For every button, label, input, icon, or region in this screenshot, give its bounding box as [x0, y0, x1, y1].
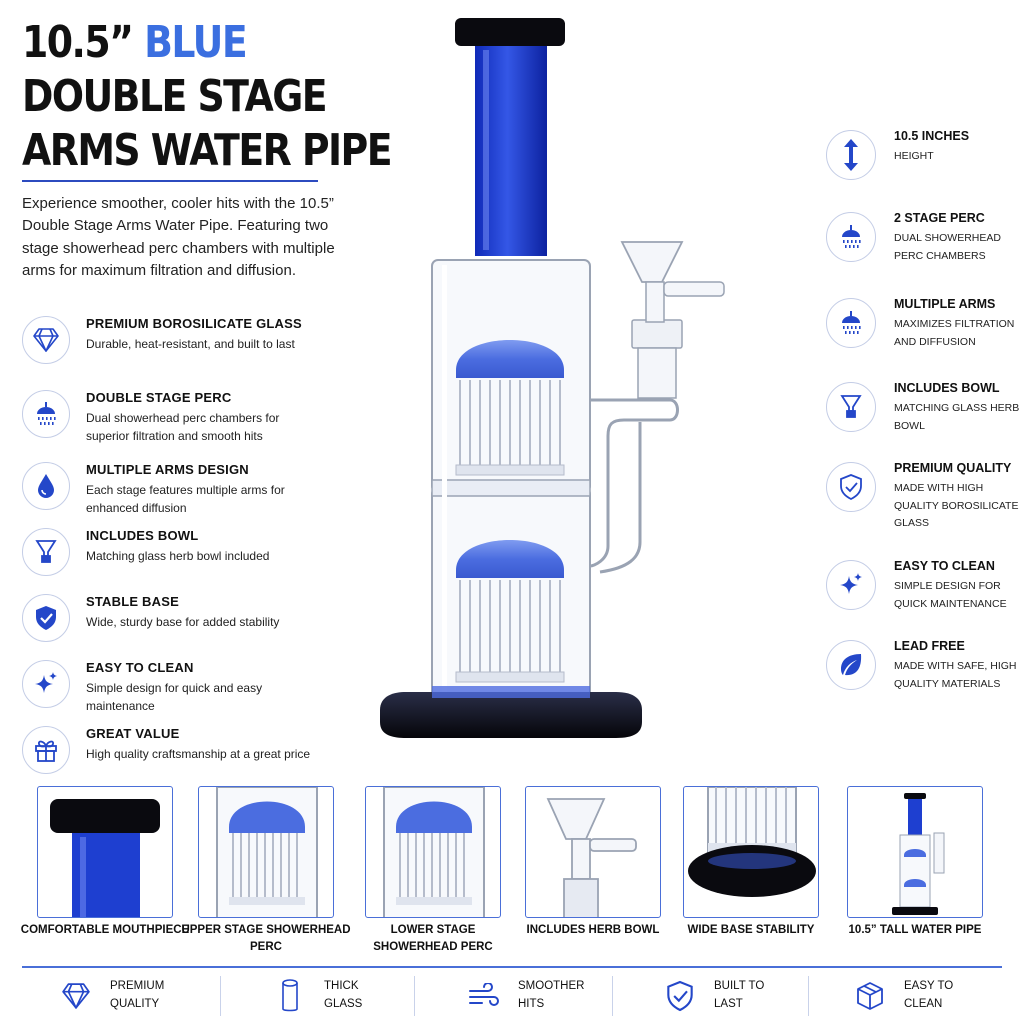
feature-double-perc: DOUBLE STAGE PERC Dual showerhead perc c…	[22, 390, 342, 450]
sparkle-icon	[826, 560, 876, 610]
bottom-item-built: BUILT TO LAST	[662, 974, 802, 1018]
showerhead-icon	[22, 390, 70, 438]
thumbnail-caption: COMFORTABLE MOUTHPIECE	[20, 924, 190, 936]
bottom-item-clean: EASY TO CLEAN	[852, 974, 1002, 1018]
bowl-icon	[826, 382, 876, 432]
bottom-item-premium: PREMIUM QUALITY	[58, 974, 228, 1018]
gift-icon	[22, 726, 70, 774]
thumbnail-upper-perc[interactable]	[198, 786, 334, 918]
shield-check-icon	[662, 978, 698, 1014]
thumbnail-caption: LOWER STAGE SHOWERHEAD PERC	[373, 924, 493, 953]
leaf-icon	[826, 640, 876, 690]
diamond-icon	[58, 978, 94, 1014]
spec-perc: 2 STAGE PERC DUAL SHOWERHEAD PERC CHAMBE…	[826, 211, 1024, 292]
showerhead-icon	[826, 298, 876, 348]
intro-text: Experience smoother, cooler hits with th…	[22, 195, 335, 280]
glass-tube-icon	[272, 978, 308, 1014]
title-line-1: 10.5” BLUE	[22, 17, 248, 68]
sparkle-icon	[22, 660, 70, 708]
spec-lead-free: LEAD FREE MADE WITH SAFE, HIGH QUALITY M…	[826, 639, 1024, 720]
feature-multiple-arms: MULTIPLE ARMS DESIGN Each stage features…	[22, 462, 342, 522]
spec-arms: MULTIPLE ARMS MAXIMIZES FILTRATION AND D…	[826, 297, 1024, 378]
shield-check-icon	[826, 462, 876, 512]
feature-stable-base: STABLE BASE Wide, sturdy base for added …	[22, 594, 342, 654]
spec-quality: PREMIUM QUALITY MADE WITH HIGH QUALITY B…	[826, 461, 1024, 542]
feature-bowl: INCLUDES BOWL Matching glass herb bowl i…	[22, 528, 342, 588]
spec-bowl: INCLUDES BOWL MATCHING GLASS HERB BOWL	[826, 381, 1024, 462]
feature-easy-clean: EASY TO CLEAN Simple design for quick an…	[22, 660, 342, 720]
title-divider	[22, 180, 318, 182]
thumbnail-lower-perc[interactable]	[365, 786, 501, 918]
spec-height: 10.5 INCHES HEIGHT	[826, 129, 1024, 210]
title-highlight: BLUE	[144, 17, 248, 68]
thumbnail-bowl[interactable]	[525, 786, 661, 918]
showerhead-icon	[826, 212, 876, 262]
thumbnail-caption: 10.5” TALL WATER PIPE	[848, 924, 982, 936]
page-title: 10.5” BLUE DOUBLE STAGE ARMS WATER PIPE	[22, 16, 393, 178]
bottom-separator	[612, 976, 613, 1016]
title-line-3: ARMS WATER PIPE	[22, 125, 393, 176]
thumbnail-caption: WIDE BASE STABILITY	[687, 924, 815, 936]
product-image	[360, 10, 740, 760]
bottom-bar-divider	[22, 966, 1002, 968]
bottom-separator	[220, 976, 221, 1016]
spec-clean: EASY TO CLEAN SIMPLE DESIGN FOR QUICK MA…	[826, 559, 1024, 640]
feature-glass: PREMIUM BOROSILICATE GLASS Durable, heat…	[22, 316, 342, 376]
bottom-item-thick-glass: THICK GLASS	[272, 974, 412, 1018]
bottom-separator	[808, 976, 809, 1016]
height-arrows-icon	[826, 130, 876, 180]
bottom-item-smoother: SMOOTHER HITS	[466, 974, 616, 1018]
thumbnail-caption: UPPER STAGE SHOWERHEAD PERC	[181, 924, 351, 953]
title-line-2: DOUBLE STAGE	[22, 71, 328, 122]
shield-check-icon	[22, 594, 70, 642]
water-drop-icon	[22, 462, 70, 510]
bottom-separator	[414, 976, 415, 1016]
wind-icon	[466, 978, 502, 1014]
thumbnail-caption: INCLUDES HERB BOWL	[526, 924, 660, 936]
thumbnail-mouthpiece[interactable]	[37, 786, 173, 918]
diamond-icon	[22, 316, 70, 364]
feature-great-value: GREAT VALUE High quality craftsmanship a…	[22, 726, 342, 786]
package-icon	[852, 978, 888, 1014]
bowl-icon	[22, 528, 70, 576]
thumbnail-base[interactable]	[683, 786, 819, 918]
thumbnail-full-pipe[interactable]	[847, 786, 983, 918]
